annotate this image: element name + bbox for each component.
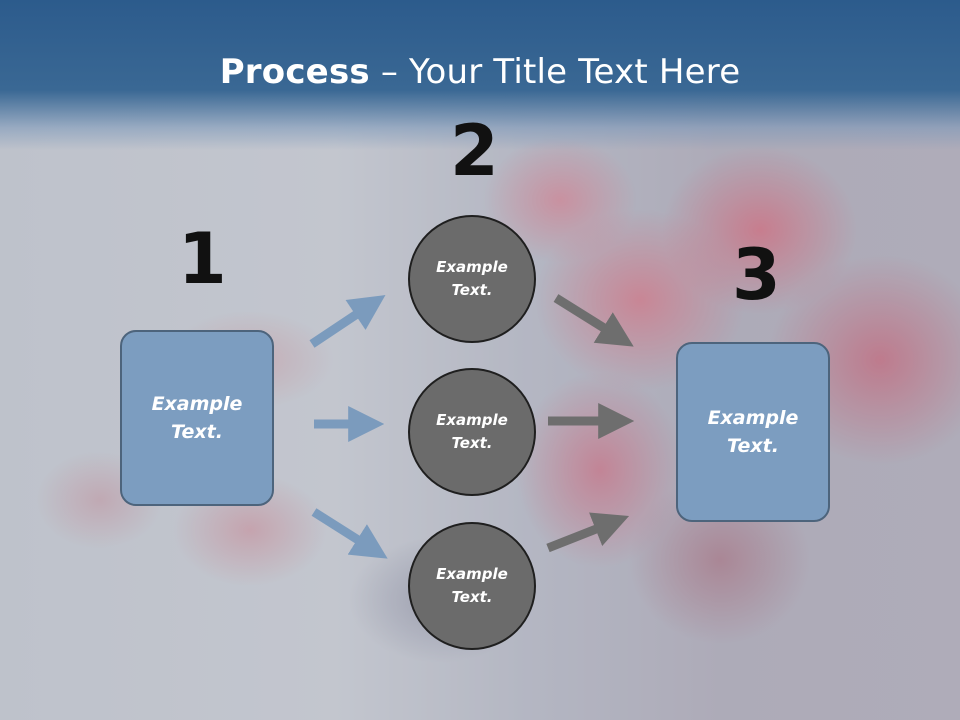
step-number-3: 3 bbox=[732, 234, 781, 316]
slide-title: Process – Your Title Text Here bbox=[0, 52, 960, 92]
title-bold: Process bbox=[219, 52, 370, 92]
step-number-1: 1 bbox=[178, 218, 227, 300]
arrow-top-to-right bbox=[553, 294, 634, 347]
step-number-2: 2 bbox=[450, 110, 499, 192]
circle-bottom: Example Text. bbox=[408, 522, 536, 650]
title-rest: – Your Title Text Here bbox=[369, 52, 741, 92]
left-text-box: Example Text. bbox=[120, 330, 274, 506]
right-text-box: Example Text. bbox=[676, 342, 830, 522]
title-banner bbox=[0, 0, 960, 150]
arrow-left-to-top bbox=[309, 295, 386, 348]
arrow-left-to-bottom bbox=[311, 508, 388, 559]
circle-middle: Example Text. bbox=[408, 368, 536, 496]
arrow-bottom-to-right bbox=[546, 512, 630, 553]
circle-top: Example Text. bbox=[408, 215, 536, 343]
